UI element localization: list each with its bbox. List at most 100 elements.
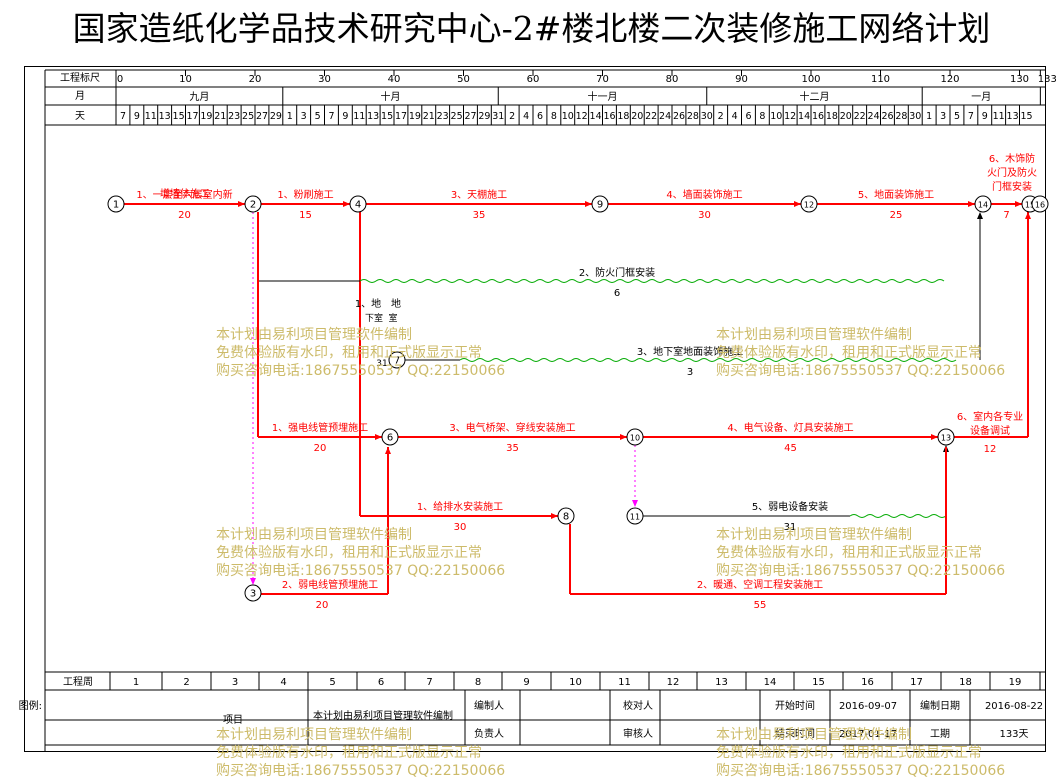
event-node-6 [381, 428, 399, 446]
week-cell: 19 [1009, 677, 1022, 688]
day-cell: 6 [745, 111, 751, 122]
activity-door-frame-label: 2、防火门框安装 [579, 266, 655, 279]
activity-commissioning-label-2: 设备调试 [970, 424, 1010, 437]
activity-weak-conduit-label: 2、弱电线管预埋施工 [282, 578, 378, 591]
week-cell: 11 [618, 677, 631, 688]
day-cell: 8 [759, 111, 765, 122]
watermark-line: 购买咨询电话:18675550537 QQ:22150066 [716, 363, 1006, 379]
day-cell: 16 [812, 111, 824, 122]
watermark-block: 本计划由易利项目管理软件编制免费体验版有水印，租用和正式版显示正常购买咨询电话:… [716, 526, 1005, 580]
day-cell: 20 [631, 111, 643, 122]
scale-label: 工程标尺 [60, 72, 100, 84]
activity-weak-equipment-label: 5、弱电设备安装 [752, 500, 828, 513]
arrow-head [343, 201, 350, 207]
activity-basement-small-dur: 31 [376, 359, 387, 369]
activity-new-wall-duration: 20 [178, 210, 191, 221]
activity-plumbing-duration: 30 [454, 522, 467, 533]
day-cell: 25 [451, 111, 463, 122]
arrow-head [620, 434, 627, 440]
day-cell: 6 [537, 111, 543, 122]
event-node-1 [107, 195, 125, 213]
activity-ceiling-duration: 35 [473, 210, 486, 221]
day-cell: 27 [256, 111, 268, 122]
activity-plaster-label: 1、粉刷施工 [277, 188, 333, 201]
activity-door-frame-float [359, 279, 945, 283]
scale-tick-label: 30 [318, 74, 331, 85]
activity-weak-equipment-duration: 31 [784, 522, 797, 533]
day-cell: 23 [228, 111, 240, 122]
day-cell: 30 [701, 111, 713, 122]
week-cell: 10 [569, 677, 582, 688]
day-cell: 14 [798, 111, 810, 122]
day-cell: 18 [617, 111, 629, 122]
footer-period-label: 工期 [930, 728, 950, 740]
activity-fire-door-label-2: 火门及防火 [987, 166, 1037, 179]
scale-tick-label: 20 [249, 74, 262, 85]
day-label: 天 [75, 111, 85, 122]
day-cell: 13 [159, 111, 171, 122]
footer-editor-label: 编制人 [474, 699, 504, 712]
day-cell: 28 [687, 111, 699, 122]
activity-weak-equipment-float [849, 514, 947, 518]
event-node-label: 14 [978, 201, 988, 210]
watermark-block: 本计划由易利项目管理软件编制免费体验版有水印，租用和正式版显示正常购买咨询电话:… [216, 326, 505, 380]
scale-tick-label: 80 [666, 74, 679, 85]
day-cell: 9 [342, 111, 348, 122]
week-cell: 9 [523, 677, 529, 688]
event-node-label: 8 [563, 512, 569, 523]
event-node-label: 7 [394, 356, 400, 367]
day-cell: 9 [134, 111, 140, 122]
day-cell: 7 [968, 111, 974, 122]
event-node-label: 12 [804, 201, 814, 210]
activity-plumbing-label: 1、给排水安装施工 [417, 500, 503, 513]
event-node-4 [349, 195, 367, 213]
day-cell: 24 [868, 111, 880, 122]
activity-basement-floor-float [459, 358, 957, 362]
arrow-head [1025, 212, 1031, 219]
arrow-head [931, 434, 938, 440]
watermark-block: 本计划由易利项目管理软件编制免费体验版有水印，租用和正式版显示正常购买咨询电话:… [216, 526, 505, 580]
watermark-block: 本计划由易利项目管理软件编制免费体验版有水印，租用和正式版显示正常购买咨询电话:… [216, 726, 505, 780]
day-cell: 7 [328, 111, 334, 122]
activity-basement-small-4: 室 [388, 312, 397, 324]
footer-end-label: 结束时间 [775, 727, 815, 740]
footer-date-value: 2016-08-22 [985, 701, 1043, 712]
event-node-label: 1 [113, 200, 119, 211]
day-cell: 25 [242, 111, 254, 122]
activity-wall-decor-label: 4、墙面装饰施工 [666, 188, 742, 201]
day-cell: 21 [214, 111, 226, 122]
footer-reviewer-label: 审核人 [623, 727, 653, 740]
event-node-8 [557, 507, 575, 525]
day-cell: 19 [200, 111, 212, 122]
activity-ceiling-label: 3、天棚施工 [451, 188, 507, 201]
watermark-line: 免费体验版有水印，租用和正式版显示正常 [216, 345, 482, 361]
scale-tick-label: 0 [117, 74, 123, 85]
day-cell: 2 [509, 111, 515, 122]
activity-basement-floor-label: 3、地下室地面装饰施工 [637, 345, 743, 358]
activity-cable-tray-label: 3、电气桥架、穿线安装施工 [449, 421, 575, 434]
month-cell: 十一月 [588, 90, 618, 103]
activity-fire-door-label-1: 6、木饰防 [989, 152, 1035, 165]
day-cell: 1 [926, 111, 932, 122]
activity-fire-door-label-3: 门框安装 [992, 180, 1032, 193]
activity-weak-conduit-duration: 20 [316, 600, 329, 611]
day-cell: 2 [718, 111, 724, 122]
arrow-head [968, 201, 975, 207]
day-cell: 15 [381, 111, 393, 122]
watermark-line: 本计划由易利项目管理软件编制 [216, 327, 412, 343]
month-cell: 九月 [189, 91, 209, 103]
activity-door-frame-duration: 6 [614, 288, 620, 299]
scale-tick-label: 60 [527, 74, 540, 85]
week-cell: 16 [861, 677, 874, 688]
day-cell: 5 [315, 111, 321, 122]
event-node-label: 6 [387, 433, 393, 444]
arrow-head [794, 201, 801, 207]
month-cell: 十二月 [799, 90, 829, 103]
week-cell: 2 [183, 677, 189, 688]
watermark-line: 免费体验版有水印，租用和正式版显示正常 [216, 745, 482, 761]
event-node-label: 2 [250, 200, 256, 211]
footer-project-label: 项目 [223, 714, 243, 726]
week-cell: 18 [959, 677, 972, 688]
day-cell: 12 [576, 111, 588, 122]
